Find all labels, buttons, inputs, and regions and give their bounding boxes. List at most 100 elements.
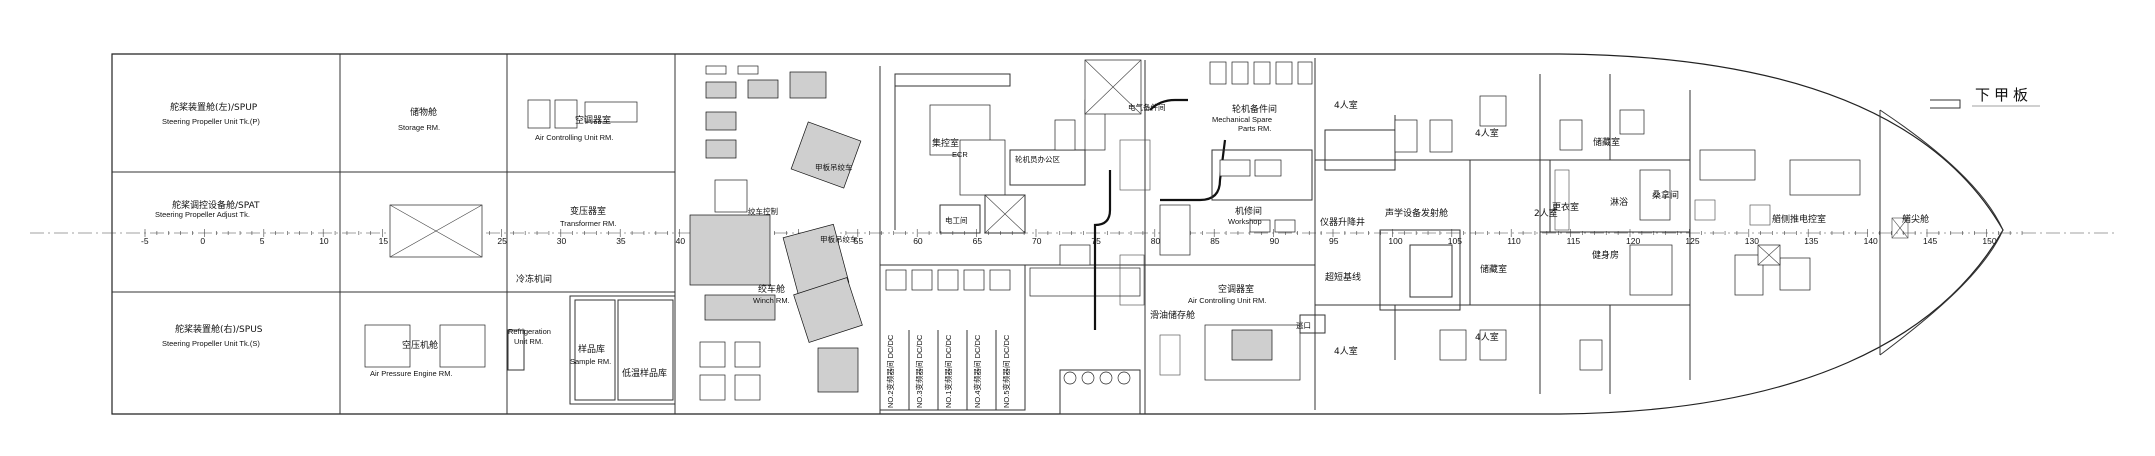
- store-a-label: 储藏室: [1593, 136, 1620, 148]
- cabin-4-a-label: 4人室: [1334, 99, 1358, 111]
- workshop-label: 机修间: [1235, 205, 1262, 217]
- frame-tick-label: 10: [319, 236, 329, 246]
- frame-tick-label: -5: [141, 236, 149, 246]
- storage-label: 储物舱: [410, 106, 437, 118]
- frame-tick-label: 25: [497, 236, 507, 246]
- deck-title: 下甲板: [1975, 86, 2032, 104]
- cabin-4-b-label: 4人室: [1475, 127, 1499, 139]
- low-temp-sample-label: 低温样品库: [622, 367, 667, 379]
- frame-tick-label: 5: [260, 236, 265, 246]
- frame-tick-label: 75: [1091, 236, 1101, 246]
- air-pressure-label-en: Air Pressure Engine RM.: [370, 369, 453, 378]
- converter-room-label: NO.4变频器间 DC/DC: [972, 334, 982, 408]
- converter-vertical-labels: NO.2变频器间 DC/DC NO.3变频器间 DC/DC NO.1变频器间 DC/…: [885, 334, 1011, 408]
- frame-tick-label: 85: [1210, 236, 1220, 246]
- frame-tick-marks: -505101520253035404550556065707580859095…: [141, 229, 2023, 246]
- shower-label: 淋浴: [1610, 196, 1628, 208]
- refrigeration-label-en2: Unit RM.: [514, 337, 543, 346]
- transformer-label: 变压器室: [570, 205, 606, 217]
- ultra-short-label: 超短基线: [1325, 271, 1361, 283]
- workshop-label-en: Workshop: [1228, 217, 1262, 226]
- frame-tick-label: 105: [1448, 236, 1462, 246]
- frame-tick-label: 145: [1923, 236, 1937, 246]
- acoustic-label: 声学设备发射舱: [1385, 207, 1448, 219]
- frame-tick-label: 140: [1864, 236, 1878, 246]
- converter-room-label: NO.2变频器间 DC/DC: [885, 334, 895, 408]
- forward-equipment: [1757, 99, 2004, 356]
- instrument-well-label: 仪器升降井: [1320, 216, 1365, 228]
- electrical-spare-label: 电气备件间: [1128, 102, 1166, 112]
- electrician-label: 电工间: [945, 215, 968, 225]
- small-labels: 绞车控制 轮机员办公区 电工间 电气备件间 甲板吊绞车 甲板吊绞车 逃口: [748, 102, 1311, 330]
- spat-label: 舵桨调控设备舱/SPAT: [172, 199, 260, 211]
- refrigeration-label: 冷冻机间: [516, 273, 552, 285]
- frame-tick-label: 35: [616, 236, 626, 246]
- transformer-label-en: Transformer RM.: [560, 219, 616, 228]
- mech-spare-label-en1: Mechanical Spare: [1212, 115, 1272, 124]
- winch-equipment: [689, 65, 863, 401]
- frame-tick-label: 40: [676, 236, 686, 246]
- mid-section: [1159, 61, 1313, 381]
- aft-equipment: [364, 99, 638, 368]
- frame-tick-label: 95: [1329, 236, 1339, 246]
- deck-winch-a-label: 甲板吊绞车: [815, 162, 853, 172]
- ecr-label: 集控室: [932, 137, 959, 149]
- accommodation: [1299, 95, 1861, 371]
- frame-tick-label: 55: [854, 236, 864, 246]
- lube-oil-label: 滑油储存舱: [1150, 309, 1195, 321]
- bow-thruster-ctrl-label: 艏侧推电控室: [1772, 213, 1826, 225]
- frame-tick-label: 80: [1151, 236, 1161, 246]
- spus-label: 舵桨装置舱(右)/SPUS: [175, 323, 263, 335]
- changing-label: 更衣室: [1552, 201, 1579, 213]
- mech-spare-label-en2: Parts RM.: [1238, 124, 1271, 133]
- spus-label-en: Steering Propeller Unit Tk.(S): [162, 339, 260, 348]
- winch-label: 绞车舱: [758, 283, 785, 295]
- store-b-label: 储藏室: [1480, 263, 1507, 275]
- spat-label-en: Steering Propeller Adjust Tk.: [155, 210, 250, 219]
- sample-room-walls: [507, 295, 676, 405]
- frame-tick-label: 115: [1567, 236, 1581, 246]
- refrigeration-label-en1: Refrigeration: [508, 327, 551, 336]
- frame-tick-label: 70: [1032, 236, 1042, 246]
- converter-room-label: NO.5变频器间 DC/DC: [1001, 334, 1011, 408]
- frame-tick-label: 125: [1685, 236, 1699, 246]
- winch-ctrl-label: 绞车控制: [748, 206, 778, 216]
- cabin-2-label: 2人室: [1534, 207, 1558, 219]
- converter-room-label: NO.3变频器间 DC/DC: [914, 334, 924, 408]
- cabin-4-d-label: 4人室: [1475, 331, 1499, 343]
- frame-tick-label: 0: [200, 236, 205, 246]
- engine-office-label: 轮机员办公区: [1015, 154, 1060, 164]
- sample-label-en: Sample RM.: [570, 357, 611, 366]
- ecr-area: [894, 59, 1227, 415]
- ac-mid-label-en: Air Controlling Unit RM.: [1188, 296, 1266, 305]
- room-labels: 舵桨装置舱(左)/SPUP Steering Propeller Unit Tk…: [155, 99, 1929, 379]
- converter-room-label: NO.1变频器间 DC/DC: [943, 334, 953, 408]
- cabin-4-c-label: 4人室: [1334, 345, 1358, 357]
- ac-aft-label: 空调器室: [575, 114, 611, 126]
- frame-tick-label: 150: [1982, 236, 1996, 246]
- air-pressure-label: 空压机舱: [402, 339, 438, 351]
- exit-label: 逃口: [1296, 320, 1311, 330]
- frame-tick-label: 135: [1804, 236, 1818, 246]
- ac-aft-label-en: Air Controlling Unit RM.: [535, 133, 613, 142]
- frame-tick-label: 65: [973, 236, 983, 246]
- sauna-label: 桑拿间: [1652, 189, 1679, 201]
- gym-label: 健身房: [1592, 249, 1619, 261]
- frame-tick-label: 100: [1388, 236, 1402, 246]
- frame-tick-label: 60: [913, 236, 923, 246]
- frame-tick-label: 90: [1270, 236, 1280, 246]
- frame-tick-label: 15: [379, 236, 389, 246]
- converter-rooms: [879, 264, 1141, 411]
- forepeak-label: 艏尖舱: [1902, 213, 1929, 225]
- spup-label: 舵桨装置舱(左)/SPUP: [170, 101, 258, 113]
- frame-tick-label: 130: [1745, 236, 1759, 246]
- sample-label: 样品库: [578, 343, 605, 355]
- deck-winch-b-label: 甲板吊绞车: [820, 234, 858, 244]
- mech-spare-label: 轮机备件间: [1232, 103, 1277, 115]
- ac-mid-label: 空调器室: [1218, 283, 1254, 295]
- frame-tick-label: 110: [1507, 236, 1521, 246]
- frame-tick-label: 120: [1626, 236, 1640, 246]
- ecr-label-en: ECR: [952, 150, 968, 159]
- storage-label-en: Storage RM.: [398, 123, 440, 132]
